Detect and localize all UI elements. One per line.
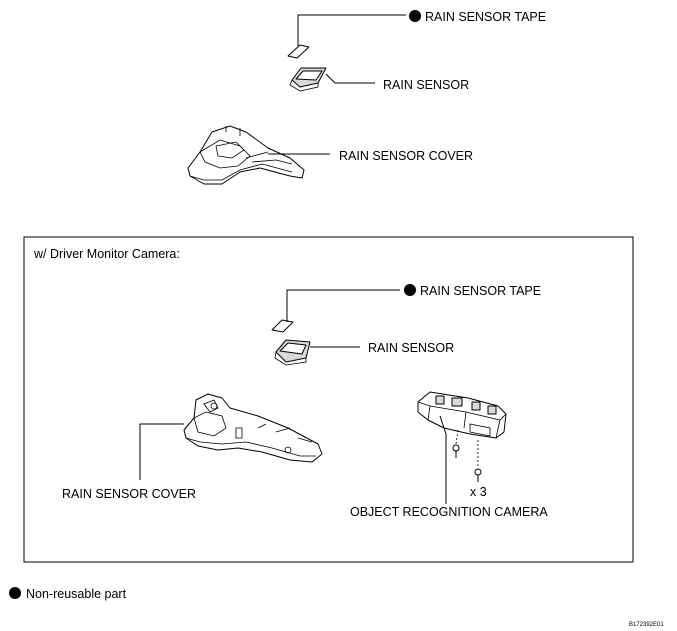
rain-sensor-tape-label-top: RAIN SENSOR TAPE: [425, 10, 546, 24]
figure-code: B172392E01: [629, 622, 664, 628]
screw-icon: [452, 444, 460, 458]
rain-sensor-label-box: RAIN SENSOR: [368, 341, 454, 355]
rain-sensor-label-top: RAIN SENSOR: [383, 78, 469, 92]
non-reusable-legend-label: Non-reusable part: [26, 587, 127, 601]
driver-monitor-camera-box: [23, 236, 634, 563]
rain-sensor-tape-label-box: RAIN SENSOR TAPE: [420, 284, 541, 298]
rain-sensor-box: [274, 339, 360, 366]
screw-icon: [474, 468, 482, 482]
driver-monitor-camera-title: w/ Driver Monitor Camera:: [33, 247, 180, 261]
rain-sensor-cover-label-box: RAIN SENSOR COVER: [62, 487, 196, 501]
rain-sensor-cover-box: [139, 393, 323, 480]
rain-sensor-tape-top: [287, 10, 421, 59]
object-recognition-camera: [417, 391, 507, 504]
non-reusable-legend-icon: [9, 587, 21, 599]
screw-quantity: x 3: [470, 485, 487, 499]
rain-sensor-cover-top: [187, 125, 330, 185]
rain-sensor-cover-label-top: RAIN SENSOR COVER: [339, 149, 473, 163]
object-recognition-camera-label: OBJECT RECOGNITION CAMERA: [350, 505, 548, 519]
rain-sensor-tape-box: [271, 284, 416, 333]
non-reusable-marker-top: [409, 10, 421, 22]
rain-sensor-top: [289, 67, 375, 92]
non-reusable-marker-box: [404, 284, 416, 296]
